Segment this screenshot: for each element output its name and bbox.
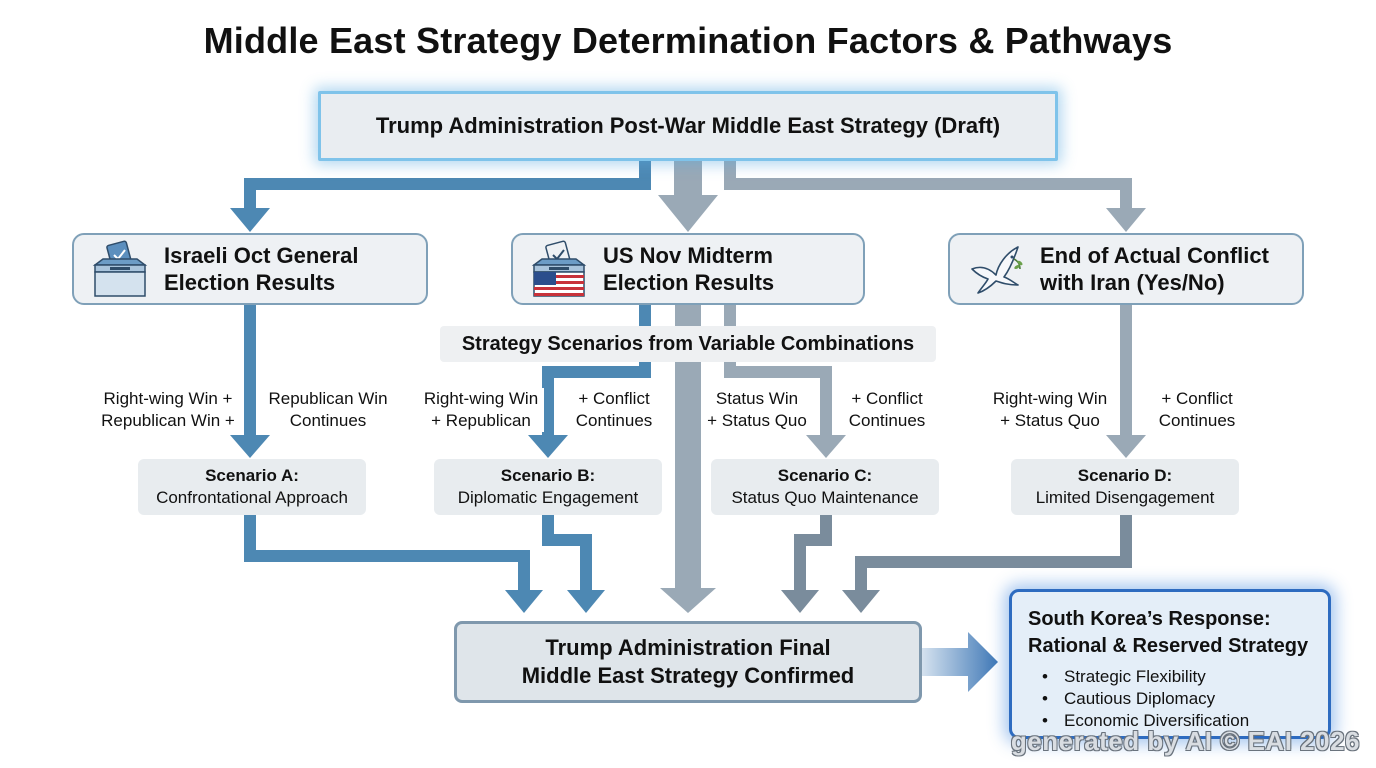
scenario-c-box: Scenario C: Status Quo Maintenance [711,459,939,515]
arrow-a-to-final [244,514,530,592]
factor-label-line1: End of Actual Conflict [1040,243,1269,268]
scenario-band-label: Strategy Scenarios from Variable Combina… [440,326,936,362]
us-ballot-box-icon [531,240,587,297]
factor-iran-conflict: End of Actual Conflict with Iran (Yes/No… [948,233,1304,305]
arrowhead [230,208,270,232]
arrowhead [658,195,718,232]
page-title: Middle East Strategy Determination Facto… [203,20,1173,61]
scenario-b-box: Scenario B: Diplomatic Engagement [434,459,662,515]
condition-label: Status Win+ Status Quo [702,388,812,432]
korea-title-line2: Rational & Reserved Strategy [1028,635,1309,657]
list-item: Cautious Diplomacy [1028,688,1328,710]
factor-israeli-election: Israeli Oct General Election Results [72,233,428,305]
condition-label: Right-wing Win+ Status Quo [986,388,1114,432]
arrow-top-to-iran [724,161,1132,210]
factor-label-line2: with Iran (Yes/No) [1040,270,1225,295]
final-strategy-box: Trump Administration Final Middle East S… [454,621,922,703]
list-item: Strategic Flexibility [1028,666,1328,688]
arrowhead [1106,208,1146,232]
factor-label-line2: Election Results [603,270,775,295]
korea-strategy-list: Strategic Flexibility Cautious Diplomacy… [1028,666,1328,732]
arrow-top-to-us [674,161,702,197]
arrow-top-to-israeli [244,161,651,210]
arrowhead [528,435,568,458]
arrowhead [505,590,543,613]
peace-dove-icon [971,246,1023,294]
factor-label-line2: Election Results [164,270,336,295]
factor-us-midterm: US Nov Midterm Election Results [511,233,865,305]
arrow-b-to-final [542,514,592,592]
condition-label: Right-wing Win+ Republican [418,388,544,432]
ballot-box-icon [92,240,148,297]
korea-title-line1: South Korea’s Response: [1028,608,1271,630]
arrow-c-to-final [794,514,832,592]
south-korea-response-box: South Korea’s Response: Rational & Reser… [1009,589,1331,739]
scenario-a-box: Scenario A: Confrontational Approach [138,459,366,515]
arrowhead [230,435,270,458]
arrowhead [660,588,716,613]
arrowhead [567,590,605,613]
factor-label-line1: Israeli Oct General [164,243,359,268]
scenario-d-box: Scenario D: Limited Disengagement [1011,459,1239,515]
arrowhead [1106,435,1146,458]
arrowhead [842,590,880,613]
arrow-final-to-korea [922,632,998,692]
arrowhead [806,435,846,458]
watermark: generated by AI © EAI 2026 [1010,726,1360,756]
list-item: Economic Diversification [1028,710,1328,732]
arrow-d-to-final [855,514,1132,592]
arrowhead [781,590,819,613]
draft-strategy-box: Trump Administration Post-War Middle Eas… [318,91,1058,161]
factor-label-line1: US Nov Midterm [603,243,773,268]
condition-label: Right-wing Win +Republican Win + [96,388,240,432]
